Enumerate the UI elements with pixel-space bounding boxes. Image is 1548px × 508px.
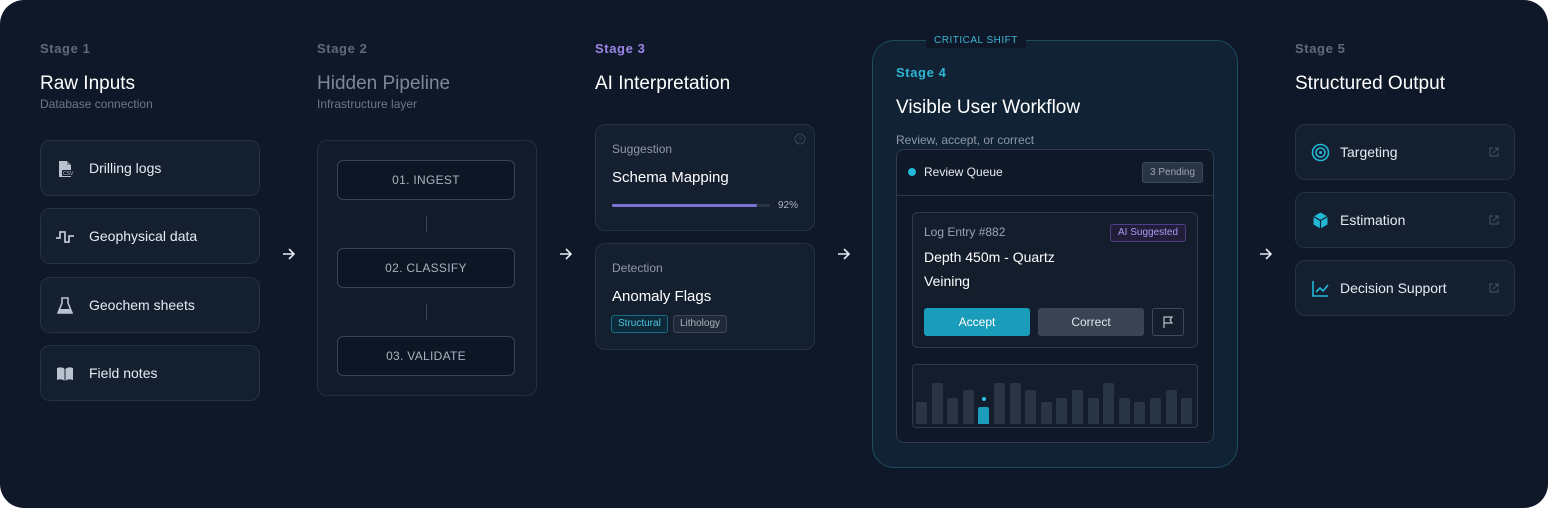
activity-bar <box>994 383 1005 424</box>
suggestion-card[interactable]: Suggestion ? Schema Mapping 92% <box>595 124 815 231</box>
suggestion-kicker: Suggestion <box>612 142 673 156</box>
arrow-right-icon <box>1260 248 1273 260</box>
input-label: Field notes <box>89 365 158 381</box>
stage2-subtitle: Infrastructure layer <box>317 97 418 111</box>
csv-file-icon: CSV <box>59 161 74 177</box>
book-icon <box>57 367 73 381</box>
log-entry-id: Log Entry #882 <box>924 225 1006 239</box>
stage1-subtitle: Database connection <box>40 97 153 111</box>
stage5-label: Stage 5 <box>1295 41 1346 56</box>
output-card-decision-support[interactable]: Decision Support <box>1295 260 1515 316</box>
ai-suggested-tag: AI Suggested <box>1110 224 1187 242</box>
log-entry-text-line1: Depth 450m - Quartz <box>924 249 1055 265</box>
input-label: Geochem sheets <box>89 297 195 313</box>
activity-bar <box>932 383 943 424</box>
activity-bar <box>1119 398 1130 424</box>
active-bar-marker <box>982 397 986 401</box>
activity-bar <box>1056 398 1067 424</box>
input-label: Geophysical data <box>89 228 198 244</box>
activity-bar <box>1134 402 1145 424</box>
queue-divider <box>897 195 1213 196</box>
input-card-field-notes[interactable]: Field notes <box>40 345 260 401</box>
confidence-fill <box>612 204 758 207</box>
input-label: Drilling logs <box>89 160 162 176</box>
stage3-label: Stage 3 <box>595 41 646 56</box>
review-queue-title: Review Queue <box>924 165 1003 179</box>
pending-badge: 3 Pending <box>1142 162 1204 183</box>
activity-bar <box>1103 383 1114 424</box>
detection-card[interactable]: Detection Anomaly Flags <box>595 243 815 350</box>
svg-text:?: ? <box>798 137 802 144</box>
correct-button[interactable]: Correct <box>1038 308 1144 336</box>
arrow-right-icon <box>560 248 573 260</box>
output-label: Estimation <box>1340 212 1406 228</box>
stage2-label: Stage 2 <box>317 41 368 56</box>
pipeline-connector <box>426 216 427 232</box>
tag-lithology: Lithology <box>673 315 728 333</box>
stage4-label: Stage 4 <box>896 65 947 80</box>
confidence-value: 92% <box>778 200 799 211</box>
stage2-title: Hidden Pipeline <box>317 73 451 94</box>
stage4-subtitle: Review, accept, or correct <box>896 133 1035 147</box>
pipeline-connector <box>426 304 427 320</box>
detection-kicker: Detection <box>612 261 663 275</box>
activity-bar <box>1150 398 1161 424</box>
stage1-label: Stage 1 <box>40 41 91 56</box>
arrow-right-icon <box>838 248 851 260</box>
tag-structural: Structural <box>611 315 668 333</box>
svg-text:CSV: CSV <box>63 171 74 177</box>
external-link-icon[interactable] <box>1488 146 1500 158</box>
signal-wave-icon <box>56 231 74 243</box>
external-link-icon[interactable] <box>1488 214 1500 226</box>
stage3-title: AI Interpretation <box>595 73 731 94</box>
target-icon <box>1311 143 1330 162</box>
pipeline-step-ingest: 01. INGEST <box>337 160 515 200</box>
activity-bar <box>963 390 974 424</box>
trend-chart-icon <box>1312 281 1329 297</box>
activity-bar <box>1088 398 1099 424</box>
suggestion-title: Schema Mapping <box>612 169 729 186</box>
stage4-title: Visible User Workflow <box>896 97 1081 118</box>
arrow-right-icon <box>283 248 296 260</box>
output-label: Targeting <box>1340 144 1398 160</box>
flag-button[interactable] <box>1152 308 1184 336</box>
stage1-title: Raw Inputs <box>40 73 136 94</box>
activity-bar <box>1166 390 1177 424</box>
output-card-estimation[interactable]: Estimation <box>1295 192 1515 248</box>
activity-bar <box>978 407 989 424</box>
cube-icon <box>1313 212 1328 229</box>
pipeline-step-validate: 03. VALIDATE <box>337 336 515 376</box>
input-card-geochem-sheets[interactable]: Geochem sheets <box>40 277 260 333</box>
detection-title: Anomaly Flags <box>612 288 712 305</box>
activity-bar <box>916 402 927 424</box>
activity-bar <box>1041 402 1052 424</box>
activity-bar <box>1025 390 1036 424</box>
confidence-track <box>612 204 770 207</box>
input-card-drilling-logs[interactable]: CSV Drilling logs <box>40 140 260 196</box>
status-dot <box>908 168 916 176</box>
activity-bar <box>947 398 958 424</box>
activity-bar <box>1010 383 1021 424</box>
accept-button[interactable]: Accept <box>924 308 1030 336</box>
output-card-targeting[interactable]: Targeting <box>1295 124 1515 180</box>
flask-icon <box>56 297 74 314</box>
log-entry-text-line2: Veining <box>924 273 970 289</box>
input-card-geophysical-data[interactable]: Geophysical data <box>40 208 260 264</box>
help-icon[interactable]: ? <box>794 133 806 145</box>
stage5-title: Structured Output <box>1295 73 1445 94</box>
critical-shift-badge: CRITICAL SHIFT <box>926 33 1026 48</box>
activity-bar <box>1181 398 1192 424</box>
activity-bar <box>1072 390 1083 424</box>
pipeline-step-classify: 02. CLASSIFY <box>337 248 515 288</box>
output-label: Decision Support <box>1340 280 1447 296</box>
flag-icon <box>1163 316 1174 328</box>
external-link-icon[interactable] <box>1488 282 1500 294</box>
